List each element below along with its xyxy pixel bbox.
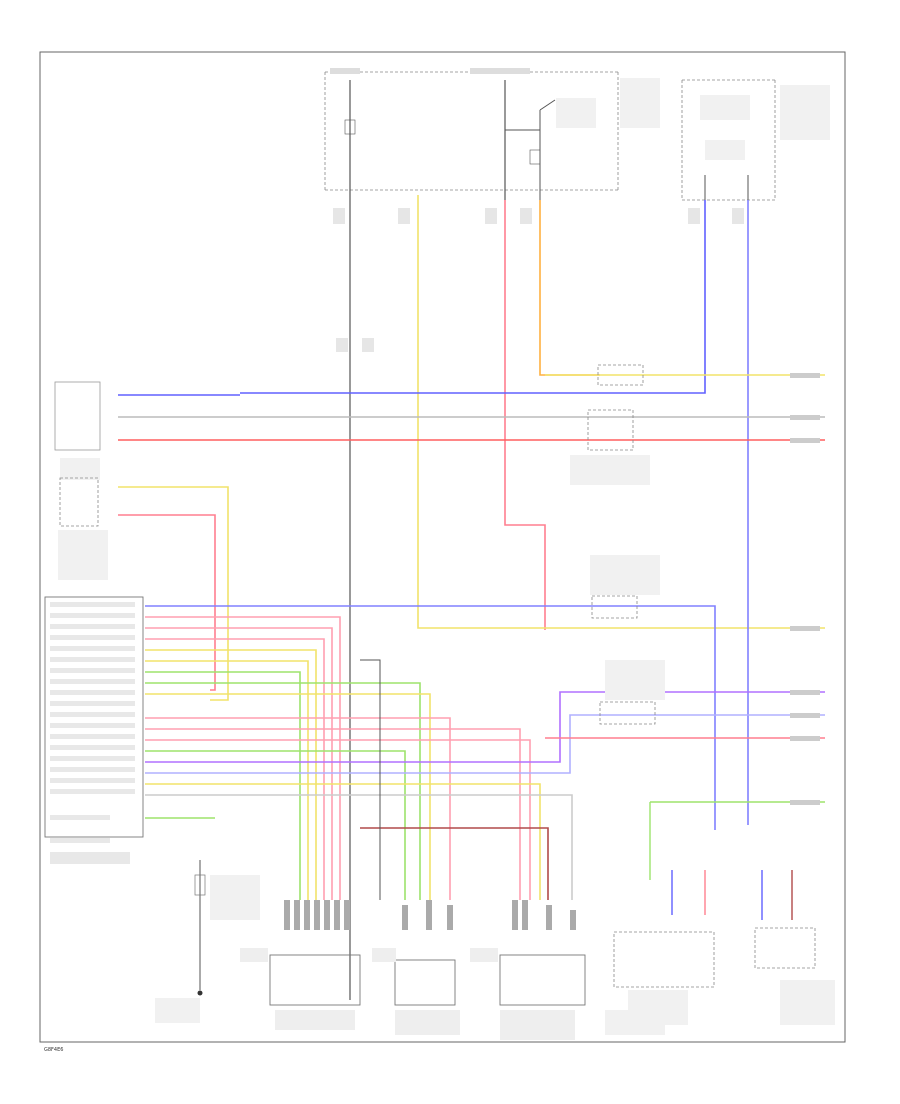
connector-bottom-left (269, 954, 361, 1006)
connector-pins (284, 900, 576, 930)
wire-pin-10 (145, 728, 521, 900)
footer-code: G8F4E6 (44, 1047, 63, 1053)
wire-pin-7 (145, 682, 421, 900)
top-power-area (324, 68, 830, 1000)
top-wire-labels (333, 208, 744, 352)
wire-pin-3 (145, 638, 325, 900)
wire-pin-9 (145, 717, 451, 900)
module-pin-labels (50, 602, 135, 864)
speed-sensor (59, 477, 99, 527)
wire-pin-brown (360, 827, 549, 900)
right-edge-terminals (790, 373, 820, 805)
wire-pin-1 (145, 616, 341, 900)
wire-network (118, 195, 825, 900)
wire-pink-sensor (118, 514, 216, 691)
ground-left (155, 860, 260, 1023)
wire-pin-14 (145, 714, 825, 774)
connector-bottom-right (499, 954, 586, 1006)
wire-gray-mid (360, 659, 381, 900)
wire-pin-11 (145, 739, 531, 900)
wire-pin-8 (145, 693, 431, 900)
wire-pin-4 (145, 649, 317, 900)
wire-pin-blue (145, 605, 716, 830)
wire-pin-2 (145, 627, 333, 900)
wire-pin-6 (145, 671, 301, 900)
wire-pin-13 (145, 691, 825, 763)
wire-pin-12 (145, 750, 406, 900)
connector-center (587, 409, 634, 451)
wire-pin-15 (145, 783, 541, 900)
instrument-control-unit (44, 596, 144, 838)
connector-lower-right (599, 701, 656, 725)
connector-mid-right (591, 595, 638, 619)
wire-orange (539, 200, 600, 376)
diagram-frame (39, 51, 846, 1043)
wire-blue-long (240, 200, 706, 394)
wire-yellow-sensor (118, 486, 229, 701)
wire-pin-5 (145, 660, 309, 900)
wire-pink-main (504, 200, 546, 630)
wire-yellow-long (417, 195, 825, 629)
cruise-control-module (54, 381, 101, 451)
connector-bottom-mid (394, 959, 456, 1006)
wire-pin-16 (145, 794, 573, 900)
bottom-caption-blocks (240, 948, 575, 1040)
connector-right-top (597, 364, 644, 386)
pressure-switch-assembly (605, 802, 835, 1035)
